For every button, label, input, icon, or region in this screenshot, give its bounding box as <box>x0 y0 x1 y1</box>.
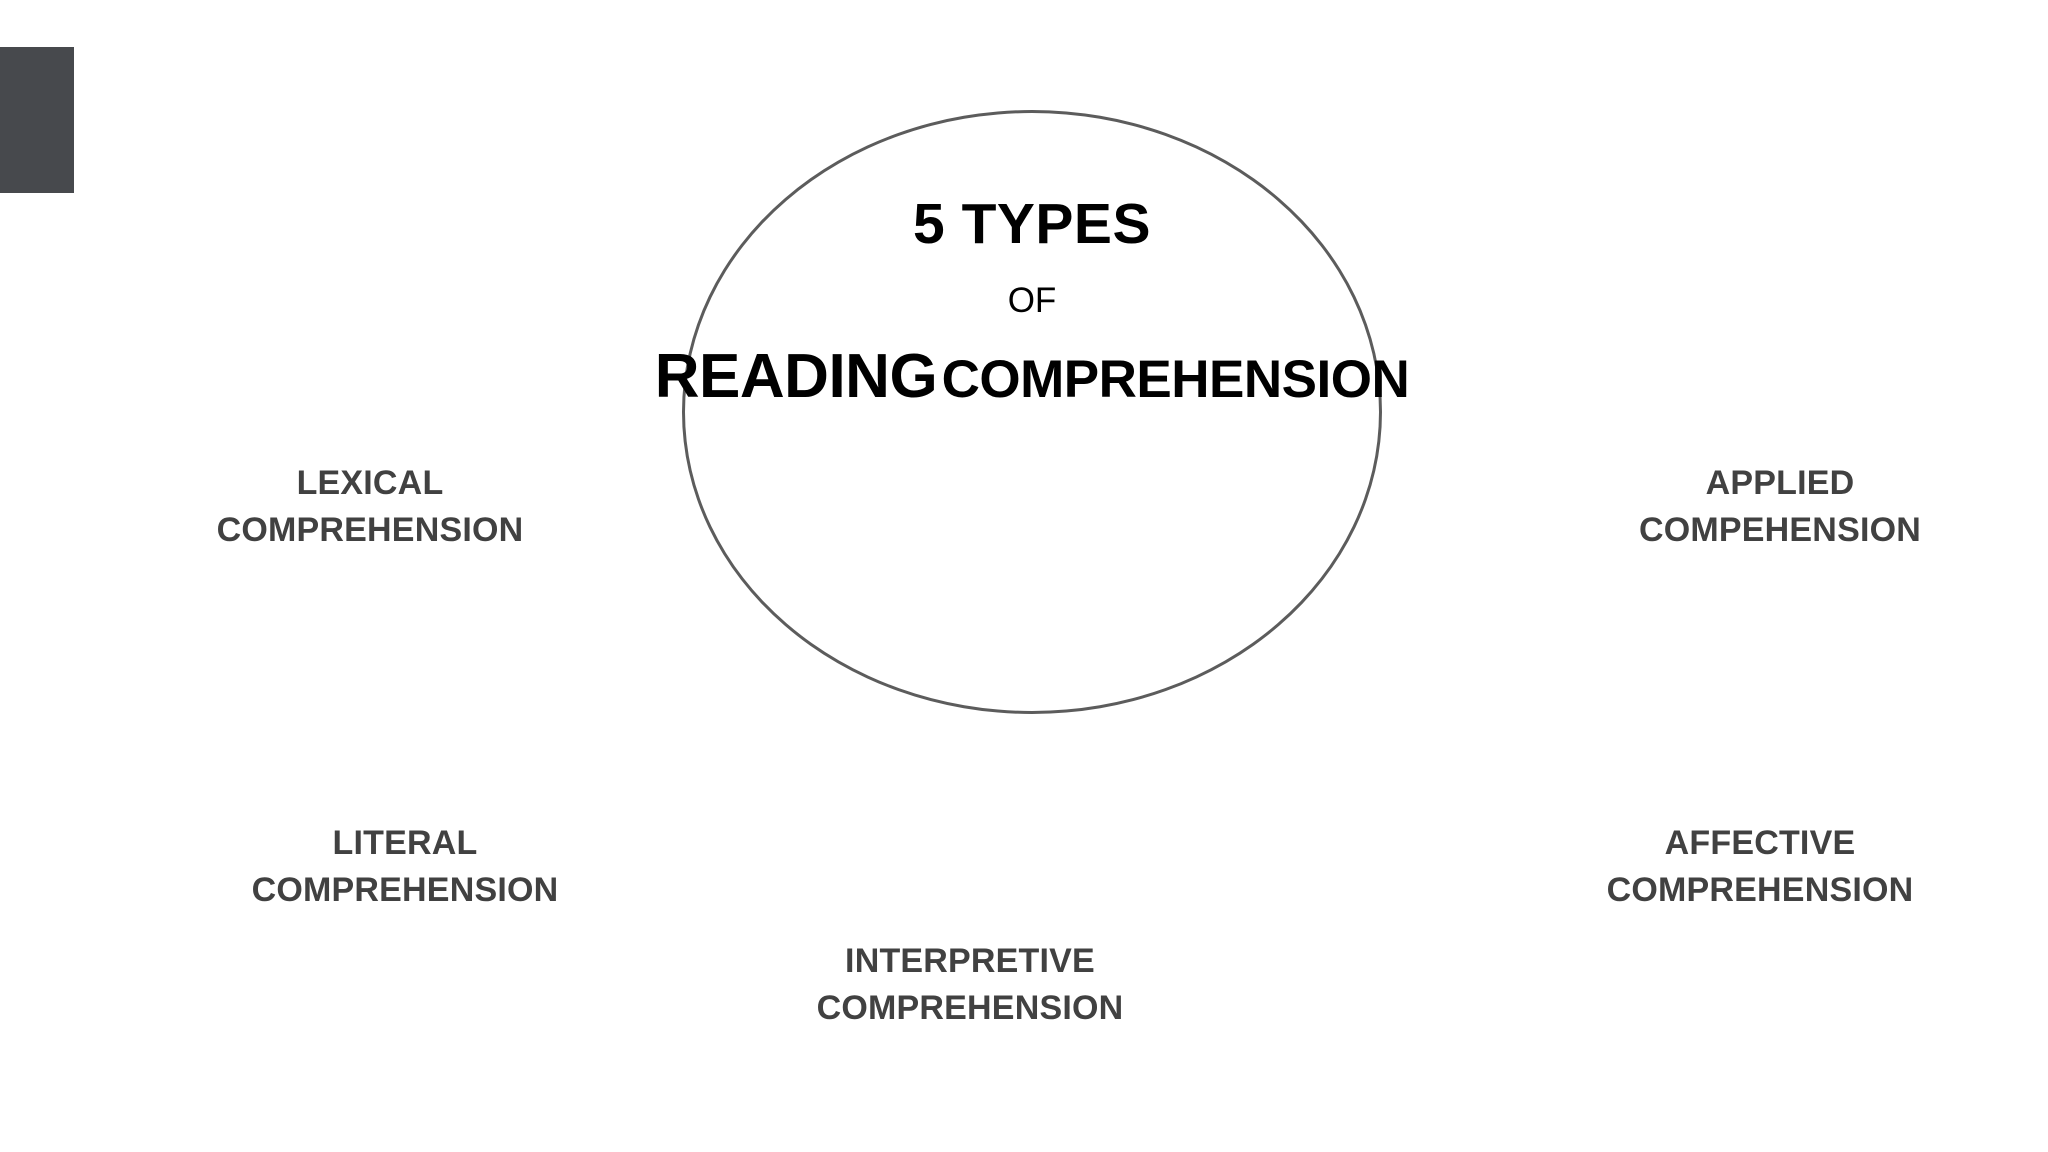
type-label-lexical-primary: LEXICAL <box>296 464 444 502</box>
type-label-interpretive-secondary: COMPREHENSION <box>816 988 1124 1027</box>
type-label-affective-primary: AFFECTIVE <box>1664 824 1856 862</box>
type-label-applied-secondary: COMPEHENSION <box>1639 510 1921 549</box>
type-label-applied-primary: APPLIED <box>1705 464 1855 502</box>
type-label-literal-primary: LITERAL <box>332 824 478 862</box>
type-label-applied: APPLIED COMPEHENSION <box>1570 460 1990 554</box>
type-label-interpretive: INTERPRETIVE COMPREHENSION <box>680 938 1260 1032</box>
type-label-lexical-secondary: COMPREHENSION <box>216 510 524 549</box>
type-label-interpretive-primary: INTERPRETIVE <box>845 942 1095 980</box>
central-circle <box>682 110 1382 714</box>
type-label-affective: AFFECTIVE COMPREHENSION <box>1530 820 1990 914</box>
type-label-lexical: LEXICAL COMPREHENSION <box>140 460 600 554</box>
type-label-literal-secondary: COMPREHENSION <box>251 870 559 909</box>
type-label-affective-secondary: COMPREHENSION <box>1606 870 1914 909</box>
type-label-literal: LITERAL COMPREHENSION <box>185 820 625 914</box>
decorative-corner-block <box>0 47 74 193</box>
